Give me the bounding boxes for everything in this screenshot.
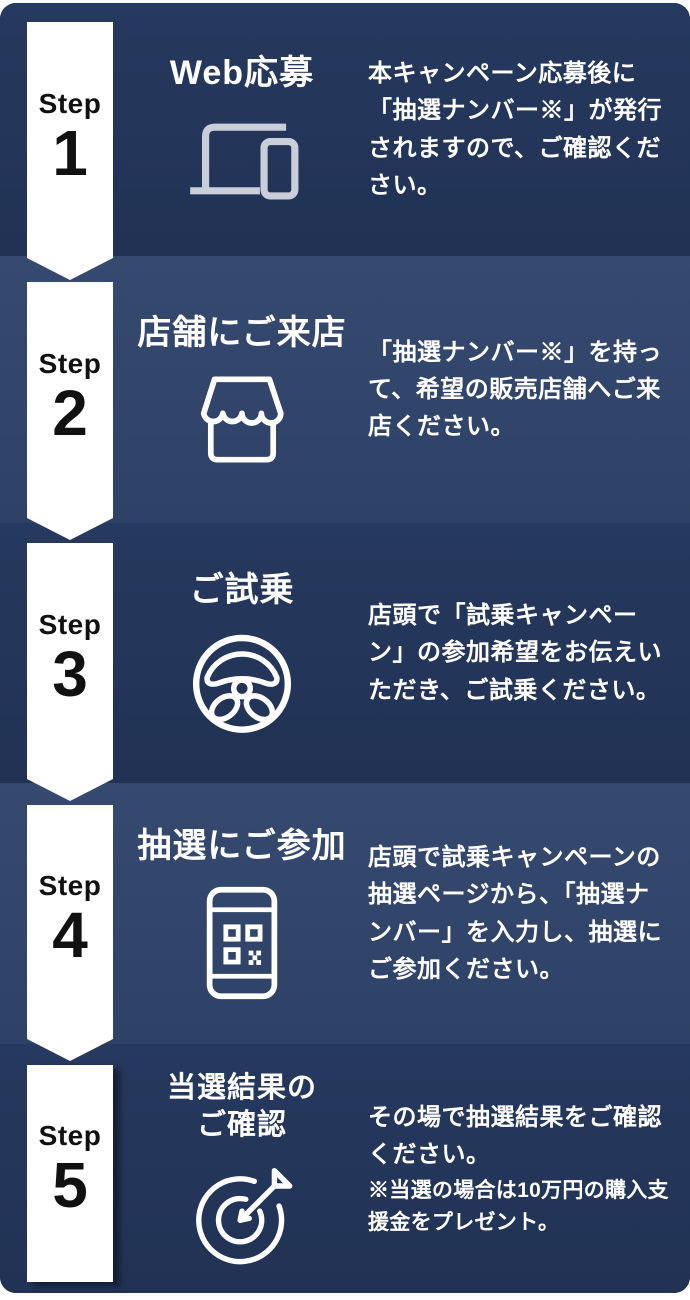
step-title: 店舗にご来店: [137, 314, 347, 353]
step-title: Web応募: [169, 54, 315, 93]
step-label: Step: [38, 1119, 102, 1151]
step-section-1: Web応募 本キャンペーン応募後に「抽選ナンバー※」が発行されますので、ご確認く…: [0, 3, 690, 256]
step-number: 3: [52, 638, 88, 711]
steering-wheel-icon: [187, 627, 297, 737]
dart-target-icon: [188, 1159, 296, 1267]
campaign-steps-card: Web応募 本キャンペーン応募後に「抽選ナンバー※」が発行されますので、ご確認く…: [0, 3, 690, 1293]
step-description: 店頭で「試乗キャンペーン」の参加希望をお伝えいただき、ご試乗ください。: [368, 602, 662, 704]
step-section-4: 抽選にご参加: [0, 783, 690, 1044]
step-title: ご試乗: [189, 570, 295, 609]
step-ribbon-2: Step 2: [27, 282, 113, 540]
step-label: Step: [38, 609, 102, 641]
step-label: Step: [38, 870, 102, 902]
step-description: 店頭で試乗キャンペーンの抽選ページから、「抽選ナンバー」を入力し、抽選にご参加く…: [368, 844, 662, 983]
store-icon: [190, 371, 294, 467]
step-note: ※当選の場合は10万円の購入支援金をプレゼント。: [368, 1179, 669, 1234]
pc-smartphone-icon: [183, 111, 301, 207]
step-number: 2: [52, 377, 88, 450]
step-ribbon-1: Step 1: [27, 22, 113, 280]
step-title: 当選結果の ご確認: [166, 1072, 317, 1141]
step-ribbon-4: Step 4: [27, 805, 113, 1061]
step-label: Step: [38, 88, 102, 120]
step-section-5: 当選結果の ご確認 その場で抽選結果をご確認ください。 ※当選の場合は10万円の…: [0, 1044, 690, 1293]
step-ribbon-5: Step 5: [27, 1065, 113, 1282]
step-section-3: ご試乗 店頭で「試乗キャンペーン」の参加希望をお伝えいただき、ご試乗ください。: [0, 523, 690, 783]
step-number: 4: [52, 899, 88, 972]
step-title: 抽選にご参加: [137, 827, 347, 866]
smartphone-qr-icon: [198, 884, 286, 1002]
step-label: Step: [38, 348, 102, 380]
step-number: 1: [52, 117, 88, 190]
step-number: 5: [52, 1148, 88, 1221]
step-section-2: 店舗にご来店 「抽選ナンバー※」を持って、希望の販売店舗へご来店ください。: [0, 256, 690, 523]
step-description: 「抽選ナンバー※」を持って、希望の販売店舗へご来店ください。: [368, 338, 662, 441]
step-ribbon-3: Step 3: [27, 543, 113, 801]
step-description: 本キャンペーン応募後に「抽選ナンバー※」が発行されますので、ご確認ください。: [368, 60, 662, 199]
step-description: その場で抽選結果をご確認ください。: [368, 1103, 662, 1168]
